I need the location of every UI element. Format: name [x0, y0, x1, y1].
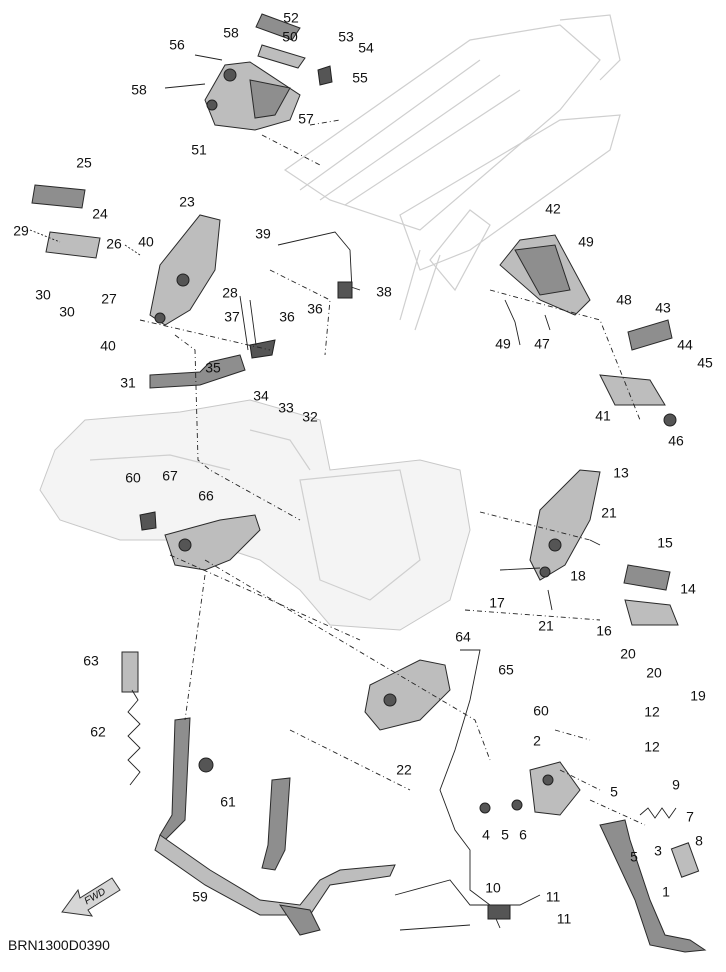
callout-47: 47 — [534, 336, 550, 352]
callout-11: 11 — [546, 889, 561, 905]
callout-41: 41 — [595, 408, 611, 424]
callout-5: 5 — [610, 784, 618, 800]
callout-37: 37 — [224, 309, 240, 325]
callout-40: 40 — [100, 338, 116, 354]
callout-28: 28 — [222, 285, 238, 301]
callout-39: 39 — [255, 226, 271, 242]
callout-23: 23 — [179, 194, 195, 210]
callout-64: 64 — [455, 629, 471, 645]
callout-48: 48 — [616, 292, 632, 308]
callout-58: 58 — [131, 82, 147, 98]
callout-36: 36 — [279, 309, 295, 325]
callout-2: 2 — [533, 733, 541, 749]
callout-56: 56 — [169, 37, 185, 53]
callout-6: 6 — [519, 827, 527, 843]
callout-50: 50 — [282, 29, 298, 45]
callout-5: 5 — [630, 849, 638, 865]
callout-63: 63 — [83, 653, 99, 669]
callout-66: 66 — [198, 488, 214, 504]
callout-9: 9 — [672, 777, 680, 793]
callout-27: 27 — [101, 291, 117, 307]
callout-53: 53 — [338, 29, 354, 45]
callout-16: 16 — [596, 623, 612, 639]
callout-57: 57 — [298, 111, 314, 127]
drawing-code: BRN1300D0390 — [8, 937, 110, 953]
callout-42: 42 — [545, 201, 561, 217]
callout-22: 22 — [396, 762, 412, 778]
callout-1: 1 — [662, 884, 670, 900]
callout-49: 49 — [495, 336, 511, 352]
sidestand-assembly — [394, 649, 707, 953]
passenger-footrest-bracket-left — [164, 13, 341, 166]
center-stand-bracket — [139, 511, 491, 761]
callout-60: 60 — [533, 703, 549, 719]
callout-7: 7 — [686, 809, 694, 825]
callout-40: 40 — [138, 234, 154, 250]
ghost-frame-rear — [283, 14, 621, 331]
callout-12: 12 — [644, 704, 660, 720]
callout-36: 36 — [307, 301, 323, 317]
callout-32: 32 — [302, 409, 318, 425]
callout-31: 31 — [120, 375, 136, 391]
callout-13: 13 — [613, 465, 629, 481]
callout-20: 20 — [646, 665, 662, 681]
callout-15: 15 — [657, 535, 673, 551]
callout-26: 26 — [106, 236, 122, 252]
callout-58: 58 — [223, 25, 239, 41]
callout-55: 55 — [352, 70, 368, 86]
callout-30: 30 — [59, 304, 75, 320]
callout-61: 61 — [220, 794, 236, 810]
rider-footrest-bracket-right — [489, 234, 677, 427]
callout-19: 19 — [690, 688, 706, 704]
callout-21: 21 — [601, 505, 617, 521]
callout-14: 14 — [680, 581, 696, 597]
callout-67: 67 — [162, 468, 178, 484]
callout-3: 3 — [654, 843, 662, 859]
callout-25: 25 — [76, 155, 92, 171]
callout-45: 45 — [697, 355, 713, 371]
callout-52: 52 — [283, 10, 299, 26]
callout-49: 49 — [578, 234, 594, 250]
callout-38: 38 — [376, 284, 392, 300]
callout-34: 34 — [253, 388, 269, 404]
callout-12: 12 — [644, 739, 660, 755]
callout-30: 30 — [35, 287, 51, 303]
callout-18: 18 — [570, 568, 586, 584]
passenger-footrest-bracket-right — [464, 469, 679, 626]
callout-21: 21 — [538, 618, 554, 634]
callout-44: 44 — [677, 337, 693, 353]
callout-62: 62 — [90, 724, 106, 740]
callout-65: 65 — [498, 662, 514, 678]
callout-8: 8 — [695, 833, 703, 849]
callout-33: 33 — [278, 400, 294, 416]
callout-17: 17 — [489, 595, 505, 611]
callout-5: 5 — [501, 827, 509, 843]
callout-20: 20 — [620, 646, 636, 662]
callout-11: 11 — [557, 911, 572, 927]
callout-43: 43 — [655, 300, 671, 316]
center-stand — [121, 574, 411, 936]
callout-54: 54 — [358, 40, 374, 56]
callout-29: 29 — [13, 223, 29, 239]
callout-24: 24 — [92, 206, 108, 222]
callout-35: 35 — [205, 360, 221, 376]
callout-60: 60 — [125, 470, 141, 486]
callout-51: 51 — [191, 142, 207, 158]
rider-footrest-bracket-left — [29, 184, 361, 521]
callout-4: 4 — [482, 827, 490, 843]
callout-46: 46 — [668, 433, 684, 449]
fwd-arrow-icon: FWD — [61, 877, 121, 917]
callout-10: 10 — [485, 880, 501, 896]
callout-59: 59 — [192, 889, 208, 905]
